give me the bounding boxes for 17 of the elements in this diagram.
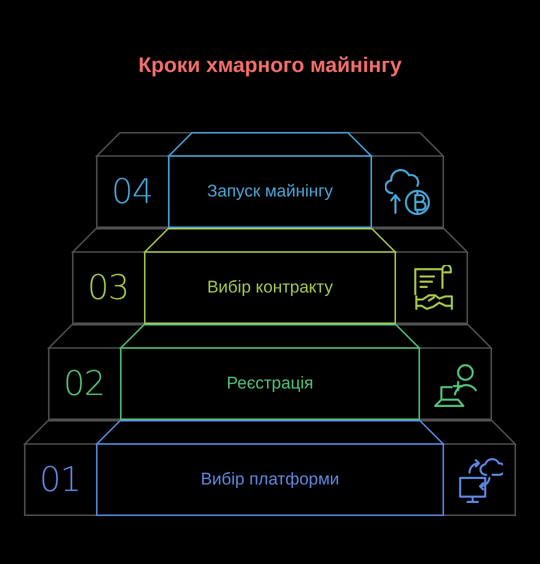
step-label: Запуск майнінгу — [207, 182, 333, 202]
step-panel — [144, 228, 396, 324]
step-label: Вибір контракту — [207, 278, 333, 298]
step-number: 04 — [111, 175, 153, 209]
step-panel — [168, 132, 372, 228]
step-number: 01 — [39, 463, 81, 497]
diagram-title: Кроки хмарного майнінгу — [138, 54, 402, 77]
step-label: Реєстрація — [226, 374, 314, 394]
stair-step — [24, 420, 516, 516]
stair-step — [96, 132, 444, 228]
step-label: Вибір платформи — [200, 470, 340, 490]
stair-step — [48, 324, 492, 420]
step-number: 02 — [63, 367, 105, 401]
step-number: 03 — [87, 271, 129, 305]
step-panel — [96, 420, 444, 516]
step-panel — [120, 324, 420, 420]
stair-step — [72, 228, 468, 324]
